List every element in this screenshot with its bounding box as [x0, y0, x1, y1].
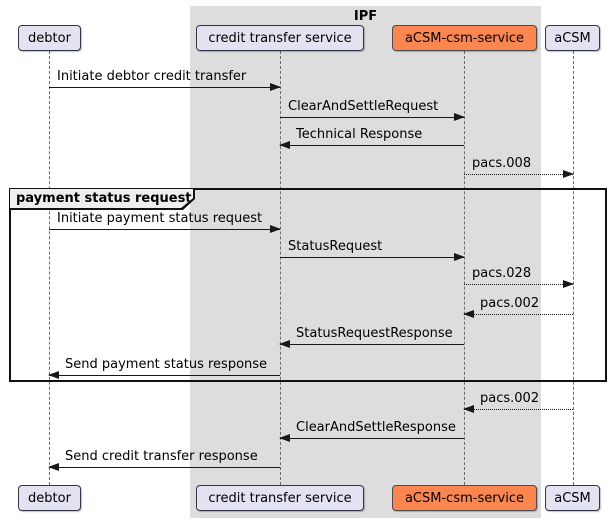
participant-credit-transfer-service-bottom: credit transfer service — [196, 485, 364, 511]
message-label: pacs.002 — [480, 296, 540, 311]
message-line — [279, 141, 464, 149]
message-line — [49, 83, 281, 91]
message-line — [279, 434, 464, 442]
arrowhead-icon — [463, 405, 474, 413]
message-send-payment-status-response: Send payment status response — [48, 357, 280, 379]
arrowhead-icon — [563, 170, 574, 178]
message-label: ClearAndSettleResponse — [296, 420, 456, 435]
message-line — [279, 340, 464, 348]
message-label: StatusRequestResponse — [296, 326, 453, 341]
message-pacs-008: pacs.008 — [464, 156, 574, 178]
group-frame-label: payment status request — [10, 189, 193, 208]
message-line — [48, 371, 280, 379]
message-line — [48, 463, 280, 471]
group-frame-label-shape: payment status request — [9, 188, 195, 210]
message-label: pacs.028 — [472, 266, 532, 281]
participant-debtor-bottom: debtor — [18, 485, 81, 511]
message-pacs-028: pacs.028 — [464, 266, 574, 288]
message-send-credit-transfer-response: Send credit transfer response — [48, 449, 280, 471]
message-label: pacs.008 — [472, 156, 532, 171]
participant-acsm-bottom: aCSM — [545, 485, 600, 511]
message-clearandsettlerequest: ClearAndSettleRequest — [280, 99, 465, 121]
message-technical-response: Technical Response — [279, 127, 464, 149]
message-line — [464, 170, 574, 178]
arrowhead-icon — [454, 113, 465, 121]
message-line — [463, 310, 573, 318]
participant-acsm-csm-service-top: aCSM-csm-service — [392, 25, 537, 51]
arrowhead-icon — [279, 434, 290, 442]
message-label: StatusRequest — [288, 239, 383, 254]
message-statusrequest: StatusRequest — [280, 239, 465, 261]
ipf-box: IPF — [190, 6, 541, 518]
message-statusrequestresponse: StatusRequestResponse — [279, 326, 464, 348]
message-line — [280, 113, 465, 121]
message-label: Technical Response — [296, 127, 423, 142]
message-label: ClearAndSettleRequest — [288, 99, 439, 114]
message-label: Send credit transfer response — [65, 449, 258, 464]
participant-credit-transfer-service-top: credit transfer service — [196, 25, 364, 51]
message-line — [463, 405, 573, 413]
message-pacs-002-status: pacs.002 — [463, 296, 573, 318]
arrowhead-icon — [48, 463, 59, 471]
arrowhead-icon — [454, 253, 465, 261]
participant-debtor-top: debtor — [18, 25, 81, 51]
lifeline-acsm — [573, 51, 574, 485]
arrowhead-icon — [563, 280, 574, 288]
arrowhead-icon — [463, 310, 474, 318]
message-pacs-002-final: pacs.002 — [463, 391, 573, 413]
message-line — [280, 253, 465, 261]
message-clearandsettleresponse: ClearAndSettleResponse — [279, 420, 464, 442]
arrowhead-icon — [279, 141, 290, 149]
message-label: Initiate debtor credit transfer — [57, 69, 247, 84]
message-label: Initiate payment status request — [57, 211, 263, 226]
participant-acsm-csm-service-bottom: aCSM-csm-service — [392, 485, 537, 511]
group-frame-payment-status-request: payment status request — [9, 188, 607, 382]
message-label: Send payment status response — [65, 357, 268, 372]
ipf-box-title: IPF — [353, 9, 378, 24]
message-initiate-debtor-credit-transfer: Initiate debtor credit transfer — [49, 69, 281, 91]
message-line — [464, 280, 574, 288]
arrowhead-icon — [279, 340, 290, 348]
message-initiate-payment-status-request: Initiate payment status request — [49, 211, 281, 233]
message-line — [49, 225, 281, 233]
lifeline-credit-transfer-service — [280, 51, 281, 485]
arrowhead-icon — [270, 225, 281, 233]
lifeline-acsm-csm-service — [464, 51, 465, 485]
lifeline-debtor — [49, 51, 50, 485]
message-label: pacs.002 — [480, 391, 540, 406]
participant-acsm-top: aCSM — [545, 25, 600, 51]
arrowhead-icon — [48, 371, 59, 379]
arrowhead-icon — [270, 83, 281, 91]
